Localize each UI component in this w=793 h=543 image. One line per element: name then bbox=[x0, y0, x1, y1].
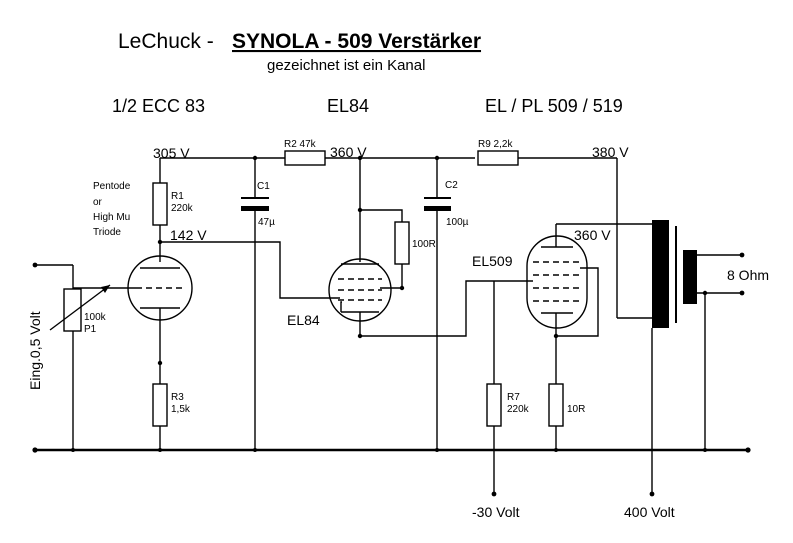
capacitor-c2 bbox=[424, 158, 451, 450]
r1-value: 220k bbox=[171, 203, 194, 214]
r9-label: R9 2,2k bbox=[478, 139, 513, 150]
resistor-r9 bbox=[477, 150, 519, 166]
tube-label-el509: EL509 bbox=[472, 253, 513, 269]
stage-label-ecc83: 1/2 ECC 83 bbox=[112, 96, 205, 116]
voltage-360-node: 360 V bbox=[330, 144, 367, 160]
supply-rail bbox=[160, 157, 654, 319]
voltage-305: 305 V bbox=[153, 145, 190, 161]
driver-wire bbox=[360, 280, 533, 337]
c2-name: C2 bbox=[445, 180, 458, 191]
note-triode: Triode bbox=[93, 227, 121, 238]
resistor-100r bbox=[394, 221, 410, 265]
title-prefix: LeChuck - bbox=[118, 30, 214, 53]
p1-value: 100k bbox=[84, 312, 107, 323]
note-or: or bbox=[93, 197, 103, 208]
resistor-10r bbox=[548, 383, 564, 427]
c2-value: 100µ bbox=[446, 217, 469, 228]
voltage-380: 380 V bbox=[592, 144, 629, 160]
voltage-400: 400 Volt bbox=[624, 504, 675, 520]
coupling-wire bbox=[160, 241, 340, 299]
tube-el509 bbox=[526, 224, 588, 384]
title-subtitle: gezeichnet ist ein Kanal bbox=[267, 57, 425, 74]
r7-name: R7 bbox=[507, 392, 520, 403]
tube-ecc83 bbox=[73, 255, 193, 384]
output-transformer bbox=[651, 220, 742, 494]
speaker-label: 8 Ohm bbox=[727, 267, 769, 283]
r100-label: 100R bbox=[412, 239, 436, 250]
c1-name: C1 bbox=[257, 181, 270, 192]
r1-name: R1 bbox=[171, 191, 184, 202]
title-main: SYNOLA - 509 Verstärker bbox=[232, 30, 481, 53]
c1-value: 47µ bbox=[258, 217, 275, 228]
input-label: Eing.0,5 Volt bbox=[27, 311, 43, 390]
voltage-360-plate: 360 V bbox=[574, 227, 611, 243]
potentiometer-p1 bbox=[35, 264, 111, 450]
r3-name: R3 bbox=[171, 392, 184, 403]
resistor-r2 bbox=[284, 150, 326, 166]
stage-label-el509: EL / PL 509 / 519 bbox=[485, 96, 623, 116]
note-high-mu: High Mu bbox=[93, 212, 130, 223]
resistor-r7 bbox=[486, 383, 502, 427]
capacitor-c1 bbox=[241, 158, 269, 450]
note-pentode: Pentode bbox=[93, 181, 131, 192]
resistor-r1 bbox=[152, 182, 168, 226]
stage-label-el84: EL84 bbox=[327, 96, 369, 116]
r10-label: 10R bbox=[567, 404, 585, 415]
voltage-142: 142 V bbox=[170, 227, 207, 243]
p1-name: P1 bbox=[84, 324, 97, 335]
r3-value: 1,5k bbox=[171, 404, 191, 415]
tube-label-el84: EL84 bbox=[287, 312, 320, 328]
screen-wire bbox=[556, 267, 599, 337]
resistor-r3 bbox=[152, 383, 168, 427]
r2-label: R2 47k bbox=[284, 139, 317, 150]
voltage-neg30: -30 Volt bbox=[472, 504, 520, 520]
r7-value: 220k bbox=[507, 404, 530, 415]
tube-el84 bbox=[328, 258, 392, 336]
